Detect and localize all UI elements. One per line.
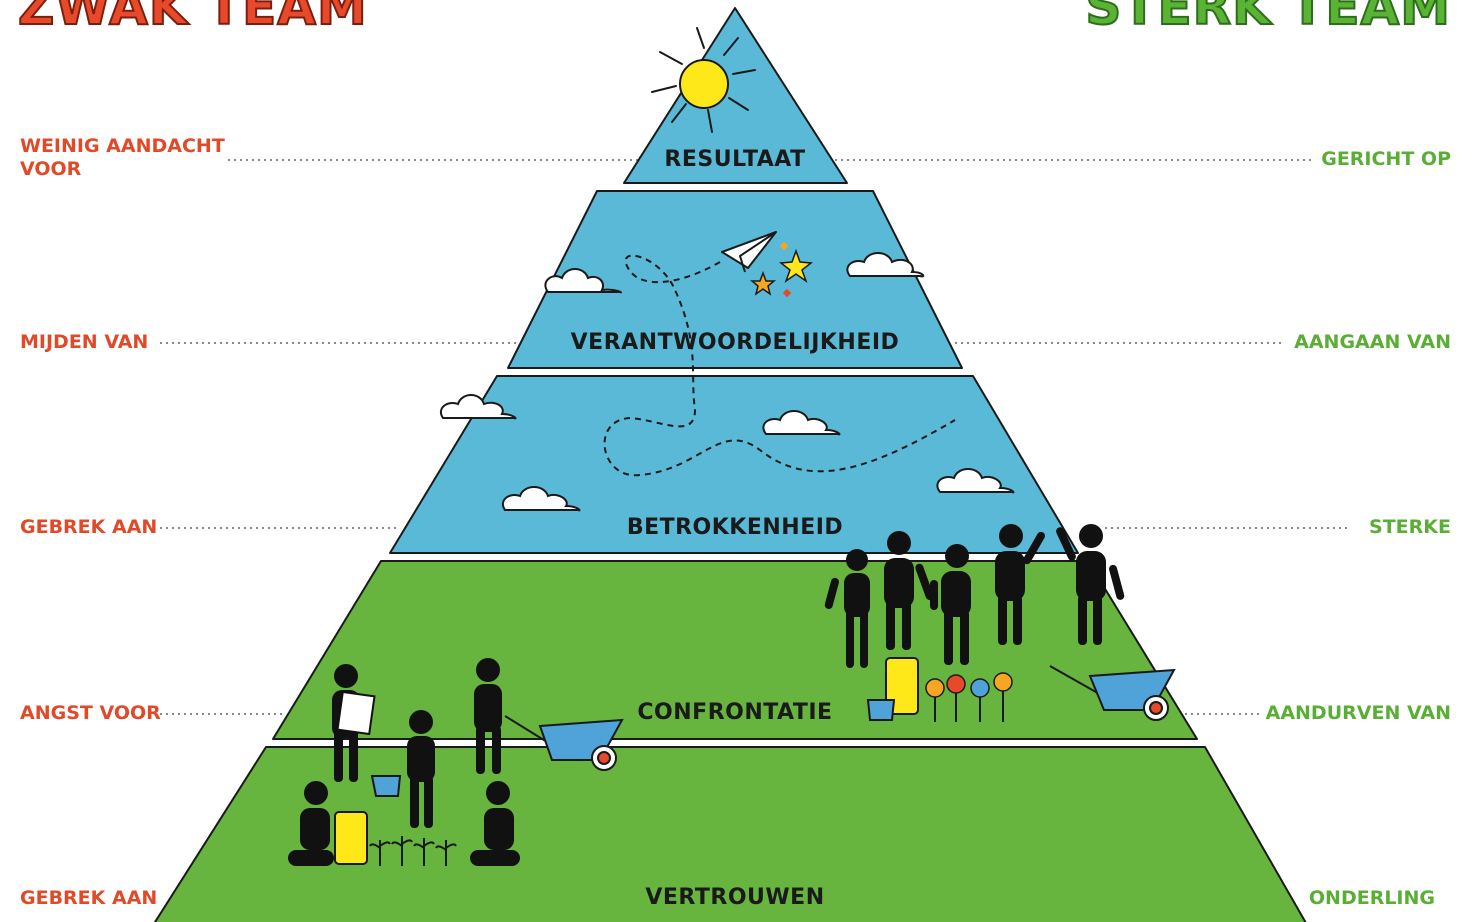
layer-resultaat (623, 7, 848, 184)
person-icon (470, 781, 520, 866)
cloud-icon (439, 394, 517, 420)
flowers-icon (925, 672, 1013, 722)
sprouts-icon (369, 836, 457, 866)
person-icon (884, 531, 934, 650)
layer-title-confrontatie: CONFRONTATIE (637, 700, 833, 725)
weak-team-header: ZWAK TEAM (17, 0, 368, 37)
layer-title-verantwoordelijkheid: VERANTWOORDELIJKHEID (570, 330, 900, 355)
cloud-icon (846, 252, 925, 278)
wheelbarrow-icon (504, 715, 624, 771)
clipboard-icon (336, 690, 376, 736)
weak-label-betrokkenheid: GEBREK AAN (20, 516, 158, 538)
cloud-icon (762, 410, 841, 436)
person-icon (474, 658, 502, 774)
person-icon (1056, 524, 1125, 645)
strong-label-vertrouwen: ONDERLING (1308, 887, 1435, 909)
layer-title-betrokkenheid: BETROKKENHEID (626, 515, 844, 540)
guide-lines (160, 159, 1350, 715)
cloud-icon (936, 468, 1015, 494)
star-icon (779, 248, 813, 283)
seed-jar-icon (334, 811, 368, 865)
strong-label-verantwoordelijkheid: AANGAAN VAN (1294, 331, 1451, 353)
gardening-people-group (288, 658, 520, 866)
watering-can-icon (866, 699, 896, 721)
person-icon (407, 710, 435, 828)
layer-verantwoordelijkheid (507, 190, 963, 369)
layer-title-resultaat: RESULTAAT (664, 147, 806, 172)
person-icon (824, 549, 870, 668)
layer-title-vertrouwen: VERTROUWEN (645, 885, 825, 910)
strong-label-betrokkenheid: STERKE (1369, 516, 1451, 538)
star-icon (749, 270, 777, 296)
sun-icon (651, 27, 756, 133)
wheelbarrow-icon (1049, 665, 1176, 721)
layer-vertrouwen (153, 746, 1307, 922)
weak-label-vertrouwen: GEBREK AAN (20, 887, 158, 909)
sparkle-icon (782, 288, 792, 298)
watering-can-icon (370, 775, 402, 797)
weak-label-confrontatie: ANGST VOOR (20, 702, 161, 724)
clouds (439, 252, 1015, 512)
person-icon (288, 781, 334, 866)
paper-plane-icon (721, 231, 777, 273)
team-people-group (824, 524, 1125, 668)
strong-label-resultaat: GERICHT OP (1321, 148, 1451, 170)
cloud-icon (501, 486, 581, 512)
strong-label-confrontatie: AANDURVEN VAN (1265, 702, 1451, 724)
weak-label-resultaat: WEINIG AANDACHT VOOR (20, 135, 225, 180)
weak-label-verantwoordelijkheid: MIJDEN VAN (20, 331, 149, 353)
flight-path (603, 254, 956, 477)
strong-team-header: STERK TEAM (1084, 0, 1451, 37)
person-icon (930, 544, 971, 665)
cloud-icon (544, 268, 622, 294)
person-icon (995, 524, 1045, 645)
